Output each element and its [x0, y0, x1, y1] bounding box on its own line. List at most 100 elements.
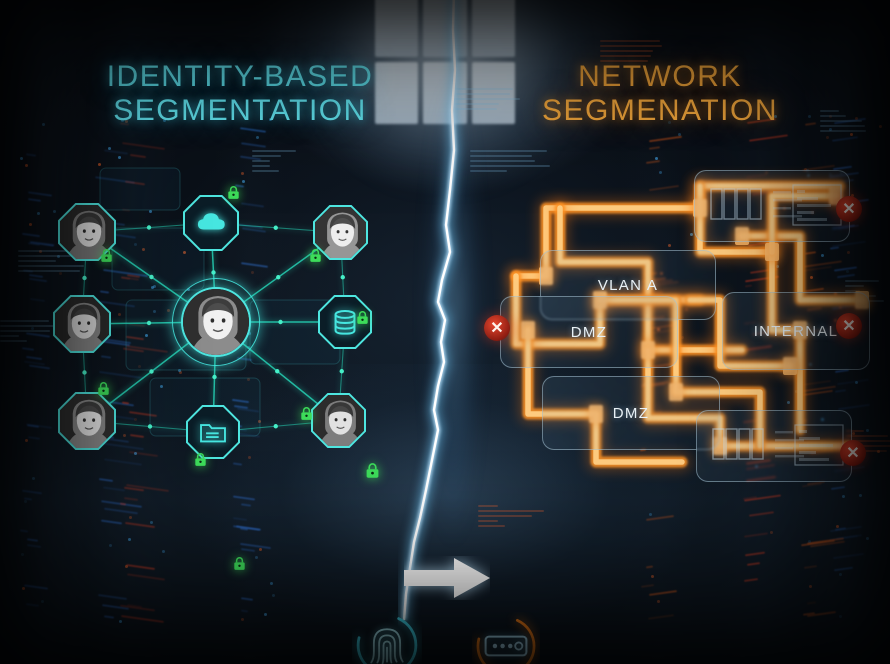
network-zone-label: VLAN A [597, 276, 659, 294]
node-body [60, 394, 114, 448]
identity-node-user-2[interactable] [53, 295, 111, 353]
rack-led-dot [808, 540, 812, 544]
padlock-icon [232, 556, 247, 571]
network-appliance-panel[interactable] [694, 170, 850, 242]
rack-led-bar [645, 565, 653, 568]
network-zone-label: INTERNAL [753, 322, 839, 340]
x-icon: ✕ [490, 320, 504, 336]
rack-led-dot [150, 285, 154, 289]
rack-led-dot [41, 122, 45, 126]
padlock-icon [299, 406, 314, 421]
rack-led-dot [677, 133, 681, 137]
blocked-marker[interactable]: ✕ [836, 313, 862, 339]
fingerprint-icon [356, 614, 418, 664]
network-appliance-panel[interactable] [696, 410, 852, 482]
rack-led-dot [808, 115, 812, 119]
blocked-marker[interactable]: ✕ [840, 440, 866, 466]
rack-led-dot [851, 194, 855, 198]
padlock-icon [99, 248, 114, 263]
rack-led-dot [825, 135, 829, 139]
hud-text-block [470, 150, 566, 175]
rack-led-dot [38, 249, 42, 253]
rack-led-dot [865, 429, 869, 433]
identity-node-files[interactable] [186, 405, 240, 459]
network-zone-internal[interactable]: INTERNAL [722, 292, 870, 370]
rack-led-dot [774, 115, 778, 119]
node-body [313, 395, 364, 446]
rack-led-dot [854, 116, 858, 120]
rack-led-dot [808, 584, 812, 588]
right-panel-title: NETWORK SEGMENATION [542, 60, 778, 127]
firewall-schematic-icon [712, 424, 844, 466]
rack-led-dot [866, 536, 870, 540]
identity-node-user-5[interactable] [311, 393, 366, 448]
identity-node-database[interactable] [318, 295, 372, 349]
rack-led-dot [877, 450, 881, 454]
rack-led-dot [133, 418, 137, 422]
user-avatar-icon [183, 289, 249, 355]
lightning-rift-divider [398, 0, 508, 630]
rack-led-dot [878, 124, 882, 128]
network-zone-label: DMZ [612, 404, 650, 422]
identity-badge[interactable] [352, 610, 422, 664]
hud-text-block [18, 250, 95, 275]
rack-led-dot [839, 615, 843, 619]
rack-led-dot [828, 127, 832, 131]
rack-led-dot [654, 156, 658, 160]
cloud-icon [197, 213, 225, 230]
rack-led-dot [268, 118, 272, 122]
user-avatar-icon [55, 297, 109, 351]
padlock-icon [226, 185, 241, 200]
node-body [188, 407, 238, 457]
rack-led-dot [25, 163, 29, 167]
x-icon: ✕ [842, 316, 856, 335]
user-avatar-icon [60, 394, 114, 448]
blocked-marker[interactable]: ✕ [484, 315, 510, 341]
identity-node-user-4[interactable] [313, 205, 368, 260]
hub-body [181, 287, 251, 357]
ceiling-light-panels [375, 0, 515, 124]
rack-led-dot [240, 171, 244, 175]
folder-documents-icon [200, 424, 226, 443]
rack-led-dot [56, 255, 60, 259]
identity-node-hub[interactable] [172, 278, 260, 366]
rack-led-dot [28, 222, 32, 226]
x-icon: ✕ [842, 199, 856, 218]
rack-led-dot [32, 476, 36, 480]
rack-led-dot [122, 434, 126, 438]
rack-led-dot [255, 555, 259, 559]
hud-text-block [600, 40, 663, 65]
network-zone-dmz[interactable]: DMZ [500, 296, 678, 368]
rack-led-dot [649, 512, 653, 516]
rack-led-dot [656, 599, 660, 603]
user-avatar-icon [313, 395, 364, 446]
rack-led-dot [119, 620, 123, 624]
rack-led-dot [40, 600, 44, 604]
rack-led-dot [258, 547, 262, 551]
rack-led-dot [36, 212, 40, 216]
rack-led-dot [129, 515, 133, 519]
network-zone-dmz[interactable]: DMZ [542, 376, 720, 450]
network-badge[interactable] [472, 612, 540, 664]
rack-led-dot [117, 156, 121, 160]
rack-led-dot [108, 147, 112, 151]
identity-node-user-3[interactable] [58, 392, 116, 450]
rack-led-dot [775, 265, 779, 269]
rack-led-dot [769, 531, 773, 535]
identity-node-cloud[interactable] [183, 195, 239, 251]
rack-led-dot [149, 521, 153, 525]
rack-led-dot [159, 384, 163, 388]
blocked-marker[interactable]: ✕ [836, 196, 862, 222]
padlock-icon [308, 248, 323, 263]
database-icon [334, 309, 356, 335]
rack-led-dot [25, 439, 29, 443]
hud-text-block [846, 430, 890, 455]
rack-led-dot [162, 549, 166, 553]
rack-led-dot [31, 326, 35, 330]
rack-led-dot [125, 564, 129, 568]
rack-led-dot [24, 500, 28, 504]
rack-led-dot [242, 180, 246, 183]
network-zone-label: DMZ [570, 323, 608, 341]
rack-led-dot [127, 538, 131, 542]
